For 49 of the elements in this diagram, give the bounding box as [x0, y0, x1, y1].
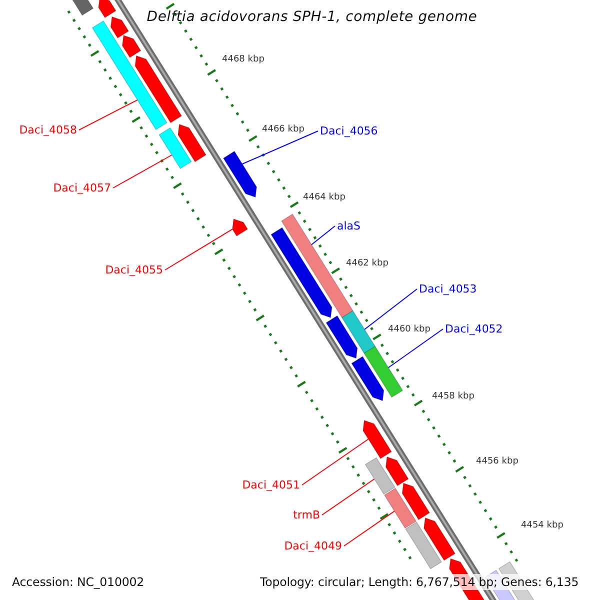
gene-label: Daci_4058 [19, 124, 77, 136]
gene-bar [384, 488, 417, 529]
gene-bar [341, 310, 376, 354]
leader-line [242, 130, 318, 164]
gene-label: Daci_4049 [284, 540, 342, 552]
tick-label: 4460 kbp [388, 324, 430, 336]
leader-line [112, 154, 172, 188]
gene-block [326, 315, 358, 359]
gene-block [222, 150, 257, 198]
gene-block [385, 456, 409, 486]
gene-block [402, 482, 430, 520]
leader-line [322, 478, 375, 516]
gene-block [351, 356, 384, 402]
gene-bar [158, 127, 192, 170]
gene-bar [364, 457, 396, 495]
leader-line [302, 438, 369, 486]
gene-block [424, 518, 456, 561]
tick-label: 4454 kbp [521, 520, 564, 532]
gene-block [110, 16, 130, 38]
leader-line [388, 328, 444, 368]
gene-bar [364, 346, 404, 398]
map-title: Delftia acidovorans SPH-1, complete genome [146, 9, 478, 25]
leader-line [164, 228, 233, 270]
gene-label: Daci_4057 [53, 182, 111, 194]
gene-label: Daci_4051 [242, 478, 300, 492]
gene-bar [405, 522, 442, 570]
leader-line [344, 510, 395, 546]
tick-label: 4456 kbp [476, 456, 518, 468]
gene-label: Daci_4055 [105, 264, 163, 276]
leader-line [364, 288, 418, 330]
gene-label: Daci_4056 [320, 124, 378, 138]
gene-label: alaS [337, 220, 361, 232]
gene-label: Daci_4053 [419, 282, 477, 296]
tick-label: 4468 kbp [222, 54, 264, 66]
gene-label: Daci_4052 [445, 322, 503, 336]
tick-label: 4464 kbp [303, 192, 346, 204]
gene-block [122, 35, 142, 58]
genome-summary-text: Topology: circular; Length: 6,767,514 bp; Genes: 6,135 [258, 574, 581, 590]
gene-label: trmB [293, 508, 320, 522]
tick-label: 4458 kbp [432, 392, 474, 402]
gene-block [134, 55, 182, 124]
gene-block [232, 218, 248, 236]
gene-block [362, 420, 392, 460]
tick-label: 4462 kbp [346, 258, 388, 270]
gene-bar [92, 20, 168, 130]
leader-line [78, 99, 138, 130]
gene-block [270, 227, 332, 318]
tick-label: 4466 kbp [262, 124, 304, 136]
gene-block [178, 124, 206, 162]
